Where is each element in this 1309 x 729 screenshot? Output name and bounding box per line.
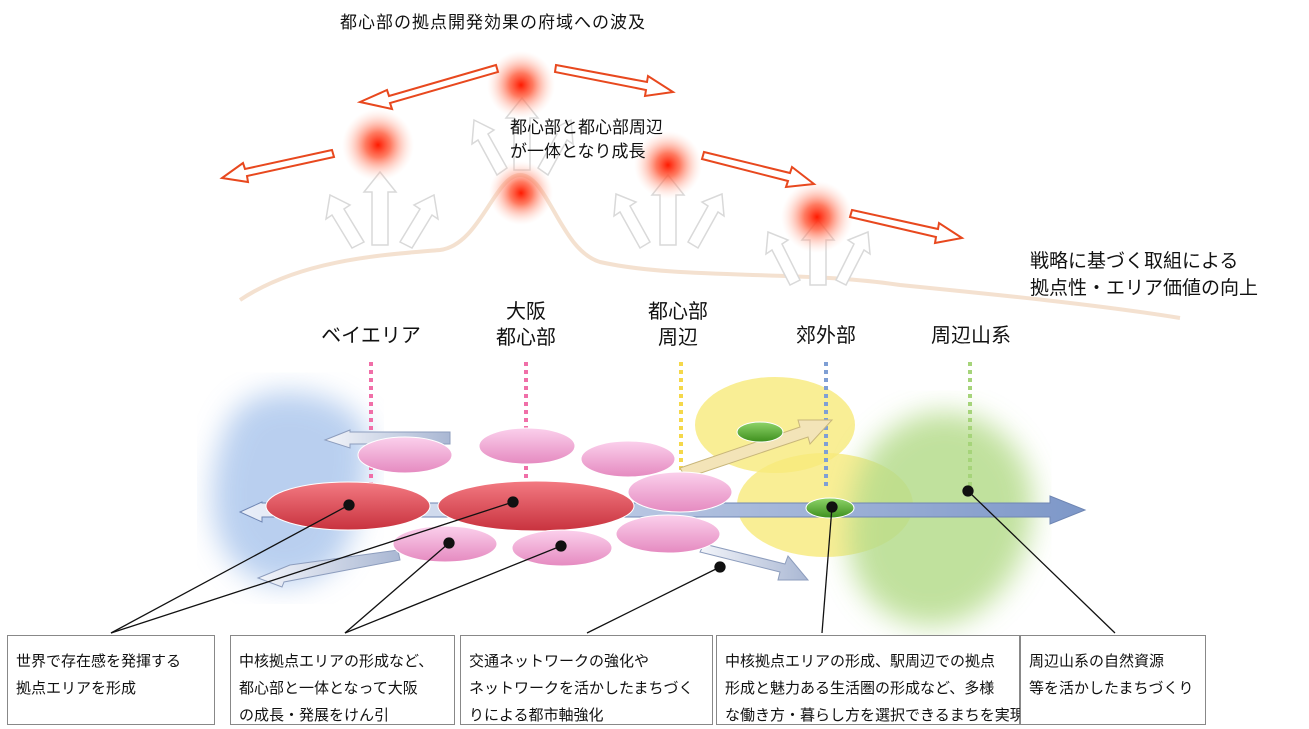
pink-disc	[357, 436, 453, 474]
mountain-zone	[848, 412, 1033, 626]
zone-label-line: 大阪	[506, 299, 546, 323]
zone-label-osaka-center: 大阪 都心部	[461, 298, 591, 350]
callout-line: 中核拠点エリアの形成など、	[239, 652, 434, 670]
glow-node	[342, 109, 414, 181]
callout-mountains: 周辺山系の自然資源 等を活かしたまちづくり	[1020, 635, 1206, 725]
callout-line: 世界で存在感を発揮する	[16, 652, 182, 670]
strategy-note-line: 戦略に基づく取組による	[1030, 250, 1239, 272]
pink-disc	[615, 514, 721, 554]
spread-arrow	[219, 148, 336, 184]
zone-label-mountains: 周辺山系	[906, 322, 1036, 348]
green-disc	[736, 421, 784, 443]
red-disc	[437, 480, 635, 532]
glow-nodes	[342, 51, 853, 253]
zone-label-center-periphery: 都心部 周辺	[613, 298, 743, 350]
zone-label-line: 周辺	[658, 325, 698, 349]
spread-arrow	[848, 208, 965, 245]
glow-node	[489, 161, 553, 225]
callout-line: 交通ネットワークの強化や	[469, 652, 650, 670]
callout-line: 周辺山系の自然資源	[1029, 652, 1165, 670]
callout-line: 形成と魅力ある生活圏の形成など、多様	[725, 679, 995, 697]
callout-line: 等を活かしたまちづくり	[1029, 679, 1194, 697]
callout-suburbs: 中核拠点エリアの形成、駅周辺での拠点 形成と魅力ある生活圏の形成など、多様 な働…	[716, 635, 1025, 725]
zone-label-line: 都心部	[648, 299, 708, 323]
zone-label-line: 郊外部	[796, 323, 856, 347]
zone-label-bay-area: ベイエリア	[306, 322, 436, 348]
center-growth-note: 都心部と都心部周辺 が一体となり成長	[510, 116, 663, 164]
strategy-note-line: 拠点性・エリア価値の向上	[1030, 277, 1259, 299]
callout-transport: 交通ネットワークの強化や ネットワークを活かしたまちづく りによる都市軸強化	[460, 635, 713, 725]
upper-right-axis-arrow	[679, 419, 834, 479]
glow-node	[487, 51, 555, 119]
zone-label-line: ベイエリア	[321, 323, 421, 347]
pink-disc	[478, 427, 576, 465]
pink-disc	[627, 471, 733, 513]
callout-core-base: 中核拠点エリアの形成など、 都心部と一体となって大阪 の成長・発展をけん引	[230, 635, 455, 725]
strategy-note: 戦略に基づく取組による 拠点性・エリア価値の向上	[1030, 248, 1258, 302]
discs	[265, 421, 855, 567]
zone-label-suburbs: 郊外部	[761, 322, 891, 348]
diagram-title: 都心部の拠点開発効果の府域への波及	[340, 13, 646, 33]
callout-line: 拠点エリアを形成	[16, 679, 137, 697]
center-growth-note-line: が一体となり成長	[510, 142, 646, 162]
zone-label-line: 周辺山系	[931, 323, 1011, 347]
spread-arrow	[553, 63, 676, 98]
lower-right-axis-arrow	[699, 543, 810, 581]
spread-arrow	[356, 63, 500, 111]
callout-line: ネットワークを活かしたまちづく	[469, 679, 694, 697]
callout-bay-area: 世界で存在感を発揮する 拠点エリアを形成	[7, 635, 215, 725]
pink-disc	[580, 440, 676, 478]
callout-line: りによる都市軸強化	[469, 706, 604, 724]
spread-arrows	[219, 63, 965, 245]
center-growth-note-line: 都心部と都心部周辺	[510, 118, 663, 138]
terrain-line	[238, 172, 1181, 320]
callout-line: な働き方・暮らし方を選択できるまちを実現	[725, 706, 1025, 724]
glow-node	[634, 131, 702, 199]
callout-line: 都心部と一体となって大阪	[239, 679, 418, 697]
zone-label-line: 都心部	[496, 325, 556, 349]
callout-line: の成長・発展をけん引	[239, 706, 390, 724]
glow-node	[781, 181, 853, 253]
callout-line: 中核拠点エリアの形成、駅周辺での拠点	[725, 652, 996, 670]
spread-arrow	[700, 150, 817, 189]
leader-lines	[110, 485, 1116, 634]
